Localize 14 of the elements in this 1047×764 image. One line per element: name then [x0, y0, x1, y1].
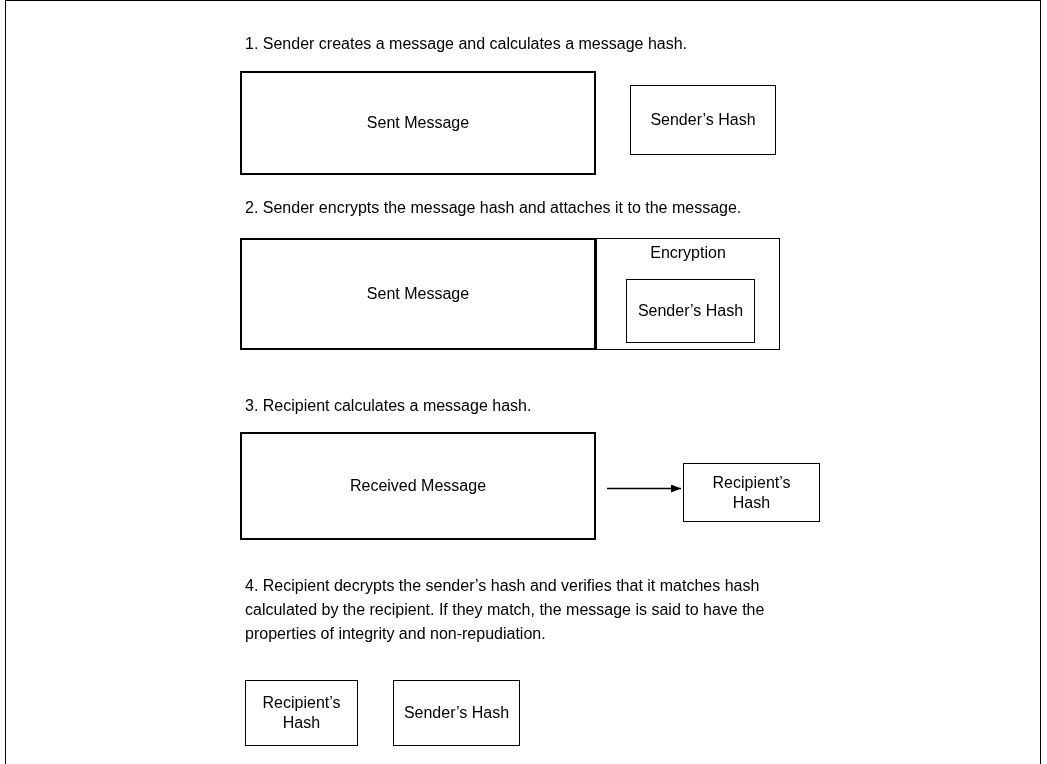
message-box: Sent Message	[240, 238, 596, 350]
encryption-box: Encryption Sender’s Hash	[596, 238, 780, 350]
message-box: Sent Message	[240, 71, 596, 175]
step-text: 1. Sender creates a message and calculates a message hash.	[245, 34, 689, 54]
message-box: Sender’s Hash	[393, 680, 520, 746]
message-box: Received Message	[240, 432, 596, 540]
message-box: Sender’s Hash	[626, 279, 755, 343]
step-text: 2. Sender encrypts the message hash and attaches it to the message.	[245, 198, 743, 218]
step-text: 3. Recipient calculates a message hash.	[245, 396, 533, 416]
message-box: Sender’s Hash	[630, 85, 776, 155]
message-box: Recipient’s Hash	[245, 680, 358, 746]
message-box: Recipient’s Hash	[683, 463, 820, 522]
step-text: 4. Recipient decrypts the sender’s hash and verifies that it matches hash calculated by the recipient. If they match, the message is said to have the properties of integrity and non-repudiation.	[245, 576, 766, 644]
arrow	[606, 484, 682, 493]
